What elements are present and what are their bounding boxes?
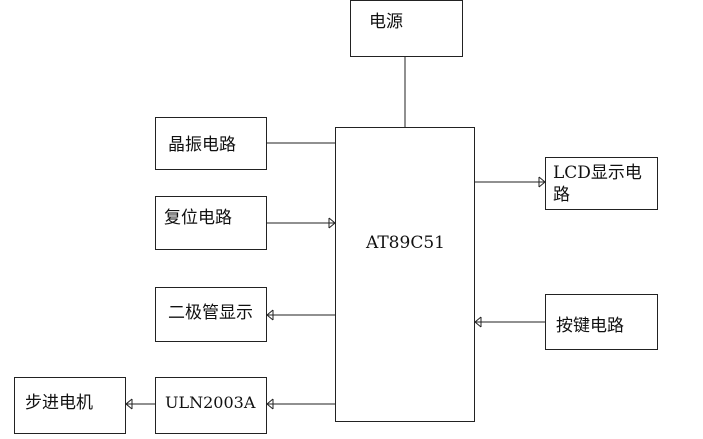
power-box: 电源	[350, 0, 463, 57]
led-label: 二极管显示	[168, 303, 253, 323]
reset-box: 复位电路	[155, 196, 267, 250]
motor-box: 步进电机	[14, 377, 126, 434]
lcd-box: LCD显示电路	[545, 157, 658, 210]
arrowhead-driver-motor	[125, 398, 133, 410]
mcu-label: AT89C51	[366, 233, 445, 253]
arrowhead-mcu-led	[266, 309, 274, 321]
keys-box: 按键电路	[545, 294, 658, 350]
led-box: 二极管显示	[155, 287, 267, 342]
mcu-box: AT89C51	[335, 127, 475, 422]
reset-label: 复位电路	[164, 208, 232, 228]
keys-label: 按键电路	[556, 316, 624, 336]
arrowhead-mcu-driver	[266, 398, 274, 410]
arrowhead-keys-mcu	[474, 316, 482, 328]
driver-label: ULN2003A	[165, 393, 256, 412]
lcd-label: LCD显示电路	[553, 163, 642, 205]
crystal-label: 晶振电路	[168, 135, 236, 155]
motor-label: 步进电机	[25, 393, 93, 413]
power-label: 电源	[369, 12, 403, 32]
driver-box: ULN2003A	[155, 377, 267, 434]
crystal-box: 晶振电路	[155, 117, 267, 170]
